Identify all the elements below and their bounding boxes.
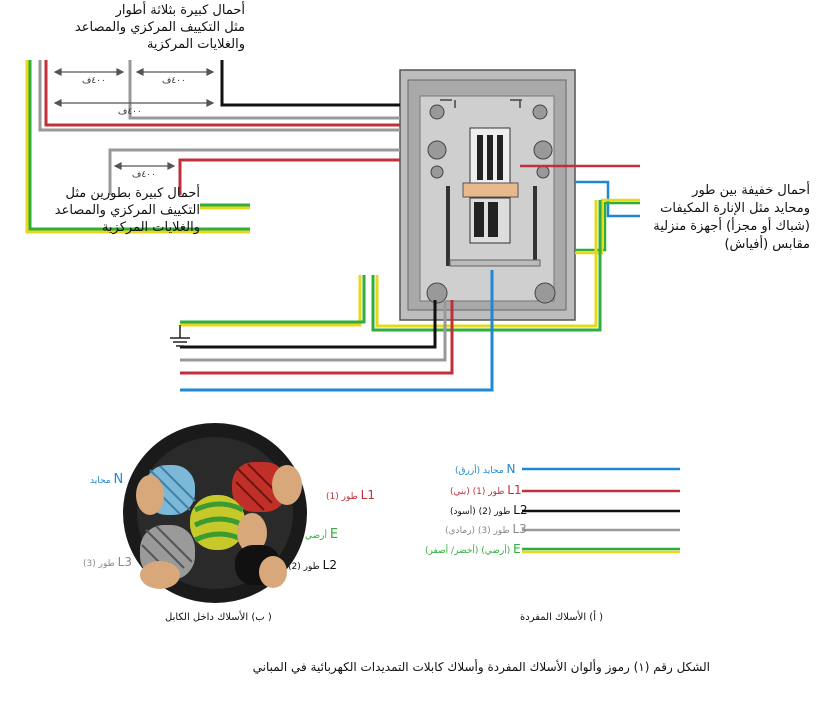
legend-l1-label: L1 طور (1) (بني): [450, 483, 522, 497]
neutral-conductor: [136, 465, 196, 515]
l1-conductor: [232, 462, 302, 512]
two-phase-loads-label: أحمال كبيرة بطورين مثل التكييف المركزي و…: [54, 186, 200, 235]
light-loads-label: أحمال خفيفة بين طور ومحايد مثل الإنارة ا…: [653, 183, 810, 252]
two-phase-wires: [108, 148, 400, 210]
cable-l3-label: L3 طور (3): [83, 555, 132, 569]
figure-caption: الشكل رقم (١) رموز وألوان الأسلاك المفرد…: [252, 660, 710, 674]
legend-l3-label: L3 طور (3) (رمادي): [445, 522, 527, 536]
cable-title: ( ب) الأسلاك داخل الكابل: [165, 612, 272, 623]
legend-l2-label: L2 طور (2) (أسود): [450, 503, 528, 517]
cable-cross-section: [123, 423, 307, 603]
voltage-label-4: ٤٠٠ف: [132, 170, 156, 180]
legend-n-label: N محايد (أزرق): [455, 462, 516, 476]
l3-conductor: [140, 525, 195, 589]
l2-conductor: [235, 545, 287, 588]
three-phase-loads-label: أحمال كبيرة بثلاثة أطوار مثل التكييف الم…: [74, 3, 245, 52]
cable-e-label: E أرضي: [305, 527, 339, 542]
three-phase-wires: [25, 60, 400, 234]
cable-n-label: N محايد: [90, 472, 124, 487]
light-load-wires: [520, 164, 640, 255]
voltage-arrows: [53, 68, 215, 170]
earth-conductor: [190, 495, 267, 553]
cable-l2-label: L2 طور (2): [288, 558, 337, 572]
legend-e-label: E (أرضي) (أخضر/ أصفر): [425, 542, 521, 556]
main-supply-wires: [170, 200, 602, 392]
legend-title: ( أ) الأسلاك المفردة: [520, 612, 604, 623]
voltage-label-3: ٤٠٠ف: [118, 107, 142, 117]
distribution-panel: [399, 69, 576, 321]
cable-l1-label: L1 طور (1): [326, 488, 375, 502]
voltage-label-1: ٤٠٠ف: [82, 76, 106, 86]
voltage-label-2: ٤٠٠ف: [162, 76, 186, 86]
legend-lines: [522, 467, 680, 554]
